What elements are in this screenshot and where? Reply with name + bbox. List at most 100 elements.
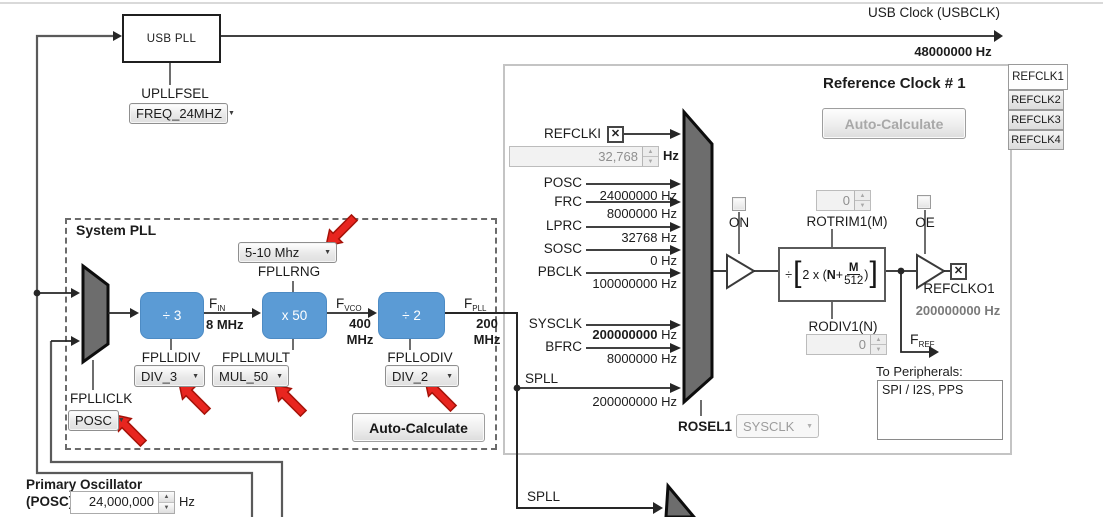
on-checkbox[interactable] xyxy=(732,197,746,211)
spinner-buttons[interactable]: ▲ ▼ xyxy=(642,147,658,166)
fpllidiv-dropdown[interactable]: DIV_3 ▼ xyxy=(134,365,205,387)
posc-title-line2: (POSC) xyxy=(26,494,74,509)
freq-unit: Hz xyxy=(661,276,677,291)
arrowhead xyxy=(670,129,681,139)
on-label: ON xyxy=(728,215,750,230)
fplliclk-value: POSC xyxy=(75,413,112,428)
fpllmult-value: MUL_50 xyxy=(219,368,269,384)
rodiv-spinner[interactable]: 0 ▲ ▼ xyxy=(806,334,887,355)
spin-down-icon[interactable]: ▼ xyxy=(643,156,658,166)
formula-n: N xyxy=(826,267,836,282)
fpllidiv-block-label: ÷ 3 xyxy=(162,308,182,323)
rosel1-dropdown[interactable]: SYSCLK ▼ xyxy=(736,414,819,438)
spin-up-icon[interactable]: ▲ xyxy=(643,147,658,156)
spin-down-icon[interactable]: ▼ xyxy=(871,344,886,354)
freq-value: 100000000 xyxy=(592,276,658,291)
input-freq-lprc: 32768 Hz xyxy=(545,230,677,245)
posc-rail-1 xyxy=(35,34,254,517)
fpll-unit: MHz xyxy=(473,332,501,347)
fpllrng-dropdown[interactable]: 5-10 Mhz ▼ xyxy=(238,242,337,263)
refclock-divider-formula: ÷ [ 2 x ( N + M 512 ) ] xyxy=(778,247,886,302)
input-freq-posc: 24000000 Hz xyxy=(545,188,677,203)
chevron-down-icon: ▼ xyxy=(192,372,199,380)
bottom-mux xyxy=(664,482,696,517)
rotrim-spinner[interactable]: 0 ▲ ▼ xyxy=(816,190,871,211)
arrowhead xyxy=(130,308,139,318)
input-freq-sosc: 0 Hz xyxy=(545,253,677,268)
auto-calculate-label: Auto-Calculate xyxy=(844,115,944,132)
arrowhead xyxy=(71,288,80,298)
fpllrng-value: 5-10 Mhz xyxy=(245,245,300,260)
arrowhead xyxy=(653,502,663,514)
fplliclk-label: FPLLICLK xyxy=(70,391,133,406)
reference-clock-panel xyxy=(503,64,1012,455)
input-label-sosc: SOSC xyxy=(543,241,582,256)
refclko1-label: REFCLKO1 xyxy=(923,281,995,296)
refclki-checkbox[interactable]: ✕ xyxy=(607,126,624,143)
check-x-icon: ✕ xyxy=(953,265,964,277)
fplliclk-dropdown[interactable]: POSC ▼ xyxy=(68,410,125,431)
freq-value: 8000000 xyxy=(606,351,658,366)
arrowhead xyxy=(368,308,377,318)
freq-unit: Hz xyxy=(661,230,677,245)
arrowhead xyxy=(929,346,939,358)
upllfsel-label: UPLLFSEL xyxy=(141,86,209,101)
close-paren: ) xyxy=(864,267,869,282)
buffer-triangle xyxy=(916,253,946,290)
formula-fraction: M 512 xyxy=(844,262,863,287)
system-pll-mux xyxy=(81,262,110,365)
tab-refclk1[interactable]: REFCLK1 xyxy=(1008,64,1068,90)
tab-refclk2[interactable]: REFCLK2 xyxy=(1008,90,1064,110)
posc-unit: Hz xyxy=(179,494,195,509)
rotrim-label: ROTRIM1(M) xyxy=(806,214,888,229)
fpllrng-label: FPLLRNG xyxy=(257,264,321,279)
arrowhead xyxy=(670,268,681,278)
spinner-buttons[interactable]: ▲ ▼ xyxy=(870,335,886,354)
fpllodiv-block: ÷ 2 xyxy=(378,292,445,339)
fpll-label: FPLL xyxy=(464,296,486,316)
posc-frequency-spinner[interactable]: 24,000,000 ▲ ▼ xyxy=(70,491,175,514)
posc-frequency-value: 24,000,000 xyxy=(88,494,154,509)
fref-label: FREF xyxy=(910,332,935,352)
spin-up-icon[interactable]: ▲ xyxy=(855,191,870,200)
open-bracket: [ xyxy=(793,255,802,289)
refclki-frequency-spinner[interactable]: 32,768 ▲ ▼ xyxy=(509,146,659,167)
spin-up-icon[interactable]: ▲ xyxy=(871,335,886,344)
spin-up-icon[interactable]: ▲ xyxy=(159,492,174,502)
spinner-buttons[interactable]: ▲ ▼ xyxy=(158,492,174,513)
fin-base: F xyxy=(209,296,218,311)
annotation-arrow-fpllidiv xyxy=(178,382,212,416)
oe-checkbox[interactable] xyxy=(917,195,931,209)
tab-refclk3[interactable]: REFCLK3 xyxy=(1008,110,1064,130)
arrowhead xyxy=(113,31,122,41)
fpllmult-label: FPLLMULT xyxy=(221,350,290,365)
arrowhead xyxy=(252,308,261,318)
chevron-down-icon: ▼ xyxy=(806,422,813,430)
fraction-numerator: M xyxy=(846,262,861,275)
system-pll-auto-calculate-button[interactable]: Auto-Calculate xyxy=(352,413,485,442)
fpllmult-dropdown[interactable]: MUL_50 ▼ xyxy=(212,365,289,387)
rodiv-label: RODIV1(N) xyxy=(808,319,878,334)
arrowhead xyxy=(670,179,681,189)
fin-sub: IN xyxy=(217,304,226,313)
upllfsel-dropdown[interactable]: FREQ_24MHZ ▼ xyxy=(129,103,235,124)
refclko1-checkbox[interactable]: ✕ xyxy=(950,263,967,280)
fin-value: 8 MHz xyxy=(206,317,244,332)
to-peripherals-value: SPI / I2S, PPS xyxy=(882,383,964,397)
fpllodiv-dropdown[interactable]: DIV_2 ▼ xyxy=(385,365,459,387)
tab-refclk4[interactable]: REFCLK4 xyxy=(1008,130,1064,150)
rosel1-value: SYSCLK xyxy=(743,418,795,434)
spinner-buttons[interactable]: ▲ ▼ xyxy=(854,191,870,210)
freq-value: 8000000 xyxy=(606,206,658,221)
chevron-down-icon: ▼ xyxy=(227,110,235,117)
fvco-value: 400 xyxy=(349,316,371,331)
chevron-down-icon: ▼ xyxy=(324,249,331,256)
spin-down-icon[interactable]: ▼ xyxy=(855,200,870,210)
refclock-auto-calculate-button[interactable]: Auto-Calculate xyxy=(822,108,966,139)
input-label-bfrc: BFRC xyxy=(545,339,582,354)
freq-value: 0 xyxy=(650,253,658,268)
rodiv-value: 0 xyxy=(858,337,866,352)
freq-value: 32768 xyxy=(621,230,658,245)
posc-rail-2 xyxy=(49,341,284,517)
spin-down-icon[interactable]: ▼ xyxy=(159,502,174,513)
